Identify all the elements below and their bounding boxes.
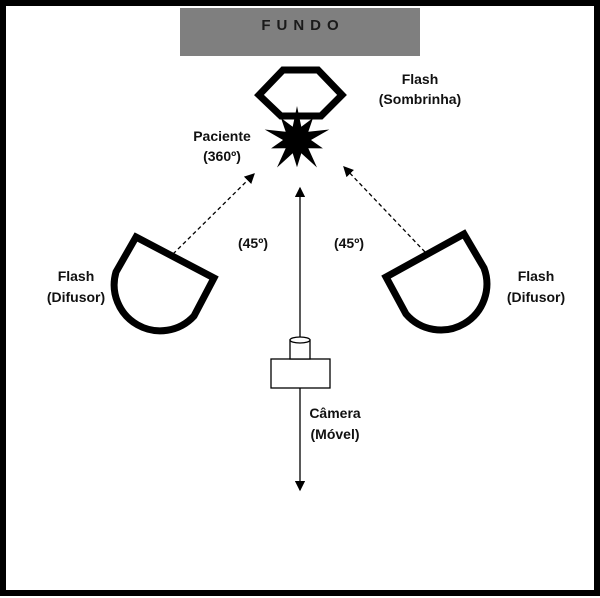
umbrella-flash-label-2: (Sombrinha): [379, 91, 461, 107]
patient-star-icon: [264, 106, 330, 168]
right-diffuser-flash-icon: [381, 229, 491, 334]
left-flash-direction-arrow: [172, 173, 255, 255]
camera-label-2: (Móvel): [311, 426, 360, 442]
left-flash-label-1: Flash: [58, 268, 95, 284]
left-diffuser-flash-icon: [110, 232, 219, 335]
right-flash-direction-arrow: [343, 166, 426, 253]
angle-left-label: (45º): [238, 235, 268, 251]
umbrella-flash-label-1: Flash: [402, 71, 439, 87]
umbrella-flash-icon: [254, 66, 347, 120]
background-panel: FUNDO: [180, 8, 420, 56]
right-flash-label-2: (Difusor): [507, 289, 565, 305]
camera-icon: [270, 336, 331, 389]
patient-label-2: (360º): [203, 148, 241, 164]
angle-right-label: (45º): [334, 235, 364, 251]
patient-label-1: Paciente: [193, 128, 251, 144]
right-flash-label-1: Flash: [518, 268, 555, 284]
left-flash-label-2: (Difusor): [47, 289, 105, 305]
camera-label-1: Câmera: [309, 405, 361, 421]
background-label: FUNDO: [261, 17, 344, 34]
